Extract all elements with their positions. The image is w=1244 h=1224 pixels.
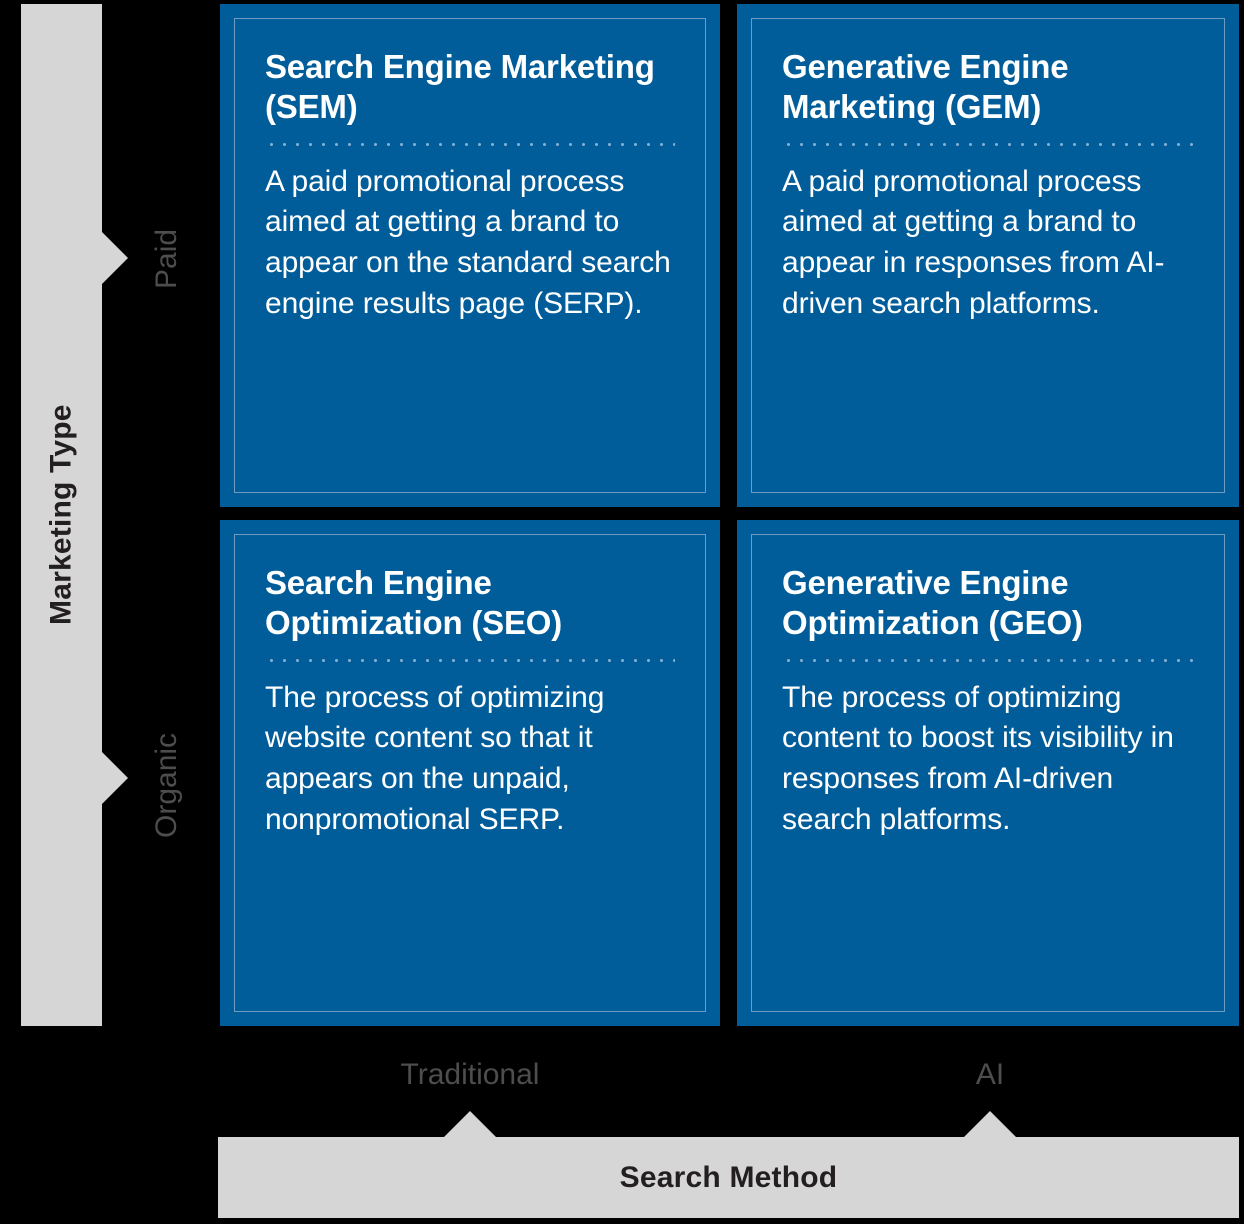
y-axis-notch-paid	[102, 232, 128, 284]
x-axis-label: Search Method	[619, 1160, 838, 1194]
quadrant-sem-description: A paid promotional process aimed at gett…	[265, 164, 671, 320]
quadrant-gem-divider	[782, 142, 1194, 146]
quadrant-seo-description: The process of optimizing website conten…	[265, 680, 605, 836]
quadrant-geo[interactable]: Generative Engine Optimization (GEO) The…	[737, 520, 1239, 1026]
quadrant-gem-description: A paid promotional process aimed at gett…	[782, 164, 1165, 320]
x-axis-notch-ai	[964, 1111, 1016, 1137]
quadrant-seo-divider	[265, 658, 675, 662]
y-axis-label: Marketing Type	[44, 404, 78, 626]
quadrant-gem[interactable]: Generative Engine Marketing (GEM) A paid…	[737, 4, 1239, 507]
y-axis-bar	[21, 4, 102, 1026]
quadrant-geo-divider	[782, 658, 1194, 662]
quadrant-sem-inner-frame: Search Engine Marketing (SEM) A paid pro…	[234, 18, 706, 493]
quadrant-seo[interactable]: Search Engine Optimization (SEO) The pro…	[220, 520, 720, 1026]
x-axis-tick-traditional: Traditional	[400, 1058, 540, 1091]
quadrant-geo-inner-frame: Generative Engine Optimization (GEO) The…	[751, 534, 1225, 1012]
quadrant-geo-description: The process of optimizing content to boo…	[782, 680, 1174, 836]
quadrant-seo-title: Search Engine Optimization (SEO)	[265, 564, 563, 642]
quadrant-gem-inner-frame: Generative Engine Marketing (GEM) A paid…	[751, 18, 1225, 493]
quadrant-sem-divider	[265, 142, 675, 146]
x-axis-notch-traditional	[444, 1111, 496, 1137]
x-axis-bar: Search Method	[218, 1137, 1239, 1218]
y-axis-tick-paid: Paid	[150, 228, 183, 290]
x-axis-tick-ai: AI	[975, 1058, 1005, 1091]
y-axis-notch-organic	[102, 752, 128, 804]
quadrant-geo-title: Generative Engine Optimization (GEO)	[782, 564, 1083, 642]
quadrant-sem[interactable]: Search Engine Marketing (SEM) A paid pro…	[220, 4, 720, 507]
quadrant-sem-title: Search Engine Marketing (SEM)	[265, 48, 655, 126]
y-axis-tick-organic: Organic	[150, 732, 183, 838]
quadrant-seo-inner-frame: Search Engine Optimization (SEO) The pro…	[234, 534, 706, 1012]
quadrant-gem-title: Generative Engine Marketing (GEM)	[782, 48, 1069, 126]
